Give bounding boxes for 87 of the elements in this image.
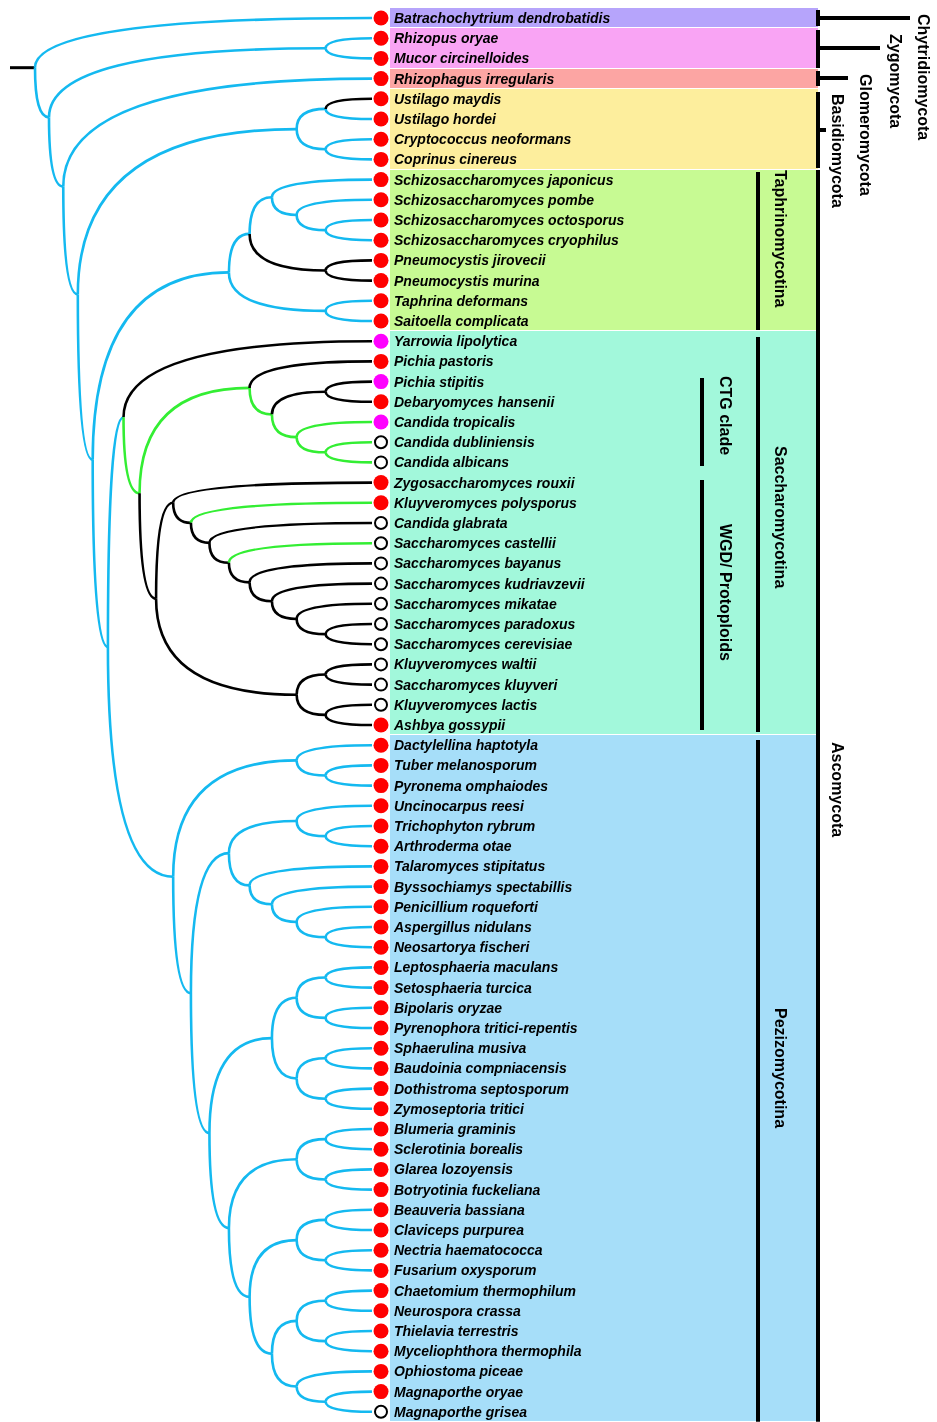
species-name: Talaromyces stipitatus	[394, 857, 546, 876]
species-name: Saccharomyces kluyveri	[394, 675, 558, 694]
species-name: Dothistroma septosporum	[394, 1079, 569, 1098]
species-name: Schizosaccharomyces cryophilus	[394, 231, 619, 250]
species-name: Schizosaccharomyces pombe	[394, 190, 594, 209]
clade-band	[390, 331, 818, 735]
clade-label: Chytridiomycota	[914, 14, 932, 141]
species-name: Ustilago hordei	[394, 110, 496, 128]
clade-label: Ascomycota	[828, 742, 846, 838]
species-name: Saccharomyces mikatae	[394, 594, 557, 613]
species-name: Sphaerulina musiva	[394, 1039, 527, 1058]
species-name: Byssochiamys spectabillis	[394, 877, 573, 896]
species-name: Saccharomyces bayanus	[394, 554, 562, 573]
species-name: Saccharomyces paradoxus	[394, 615, 576, 633]
species-name: Candida glabrata	[394, 514, 508, 532]
species-name: Thielavia terrestris	[394, 1322, 519, 1340]
species-name: Ustilago maydis	[394, 89, 502, 108]
species-name: Dactylellina haptotyla	[394, 736, 538, 755]
species-name: Neosartorya fischeri	[394, 938, 530, 957]
clade-label: Zygomycota	[886, 34, 904, 129]
species-name: Saccharomyces castellii	[394, 534, 556, 553]
species-name: Myceliophthora thermophila	[394, 1342, 582, 1361]
clade-label: Basidiomycota	[828, 94, 846, 208]
species-name: Zymoseptoria tritici	[394, 1099, 524, 1118]
species-name: Trichophyton rybrum	[394, 817, 536, 835]
clade-label: Taphrinomycotina	[771, 170, 789, 308]
species-name: Ashbya gossypii	[394, 716, 506, 734]
species-name: Botryotinia fuckeliana	[394, 1180, 541, 1199]
species-name: Uncinocarpus reesi	[394, 796, 524, 815]
species-name: Saccharomyces cerevisiae	[394, 635, 573, 654]
clade-band	[390, 8, 818, 28]
species-name: Debaryomyces hansenii	[394, 392, 555, 411]
clade-label: WGD/ Protoploids	[716, 524, 734, 661]
species-name: Pneumocystis jirovecii	[394, 251, 546, 270]
species-name: Pneumocystis murina	[394, 271, 540, 290]
species-name: Mucor circinelloides	[394, 49, 530, 68]
clade-label: Glomeromycota	[856, 74, 874, 196]
species-name: Leptosphaeria maculans	[394, 958, 559, 977]
clade-band	[390, 169, 818, 331]
clade-band	[390, 28, 818, 68]
species-name: Candida dubliniensis	[394, 433, 535, 452]
species-name: Neurospora crassa	[394, 1301, 521, 1320]
species-name: Magnaporthe grisea	[394, 1402, 528, 1421]
clade-band	[390, 88, 818, 169]
species-name: Pichia pastoris	[394, 352, 494, 371]
clade-label: Pezizomycotina	[771, 1008, 789, 1129]
species-name: Sclerotinia borealis	[394, 1140, 524, 1159]
species-name: Zygosaccharomyces rouxii	[394, 473, 575, 492]
species-name: Chaetomium thermophilum	[394, 1281, 576, 1300]
species-name: Kluyveromyces polysporus	[394, 493, 577, 512]
species-name: Fusarium oxysporum	[394, 1261, 537, 1280]
species-name: Blumeria graminis	[394, 1120, 517, 1138]
species-name: Bipolaris oryzae	[394, 998, 503, 1017]
species-name: Pichia stipitis	[394, 372, 485, 391]
species-name: Setosphaeria turcica	[394, 978, 532, 997]
species-name: Candida tropicalis	[394, 413, 516, 431]
species-name: Coprinus cinereus	[394, 150, 517, 169]
species-name: Baudoinia compniacensis	[394, 1059, 567, 1078]
clade-label: CTG clade	[716, 376, 734, 456]
species-name: Taphrina deformans	[394, 291, 529, 310]
species-name: Pyrenophora tritici-repentis	[394, 1019, 578, 1037]
clade-band	[390, 68, 818, 88]
species-name: Saitoella complicata	[394, 312, 529, 330]
species-name: Beauveria bassiana	[394, 1200, 525, 1219]
species-name: Cryptococcus neoformans	[394, 130, 572, 149]
species-name: Claviceps purpurea	[394, 1221, 524, 1239]
species-name: Rhizophagus irregularis	[394, 69, 555, 88]
species-name: Kluyveromyces waltii	[394, 655, 537, 674]
species-name: Kluyveromyces lactis	[394, 695, 538, 714]
species-name: Schizosaccharomyces japonicus	[394, 170, 614, 189]
species-name: Tuber melanosporum	[394, 756, 537, 775]
species-name: Magnaporthe oryae	[394, 1382, 524, 1401]
species-name: Schizosaccharomyces octosporus	[394, 211, 625, 229]
species-name: Glarea lozoyensis	[394, 1160, 514, 1179]
species-name: Batrachochytrium dendrobatidis	[394, 9, 611, 27]
species-name: Pyronema omphaiodes	[394, 776, 549, 795]
species-name: Rhizopus oryae	[394, 29, 499, 48]
species-name: Ophiostoma piceae	[394, 1362, 524, 1381]
clade-label: Saccharomycotina	[771, 446, 789, 589]
species-name: Candida albicans	[394, 453, 510, 472]
clade-band	[390, 735, 818, 1421]
species-name: Saccharomyces kudriavzevii	[394, 574, 585, 593]
species-name: Aspergillus nidulans	[394, 918, 532, 936]
species-name: Yarrowia lipolytica	[394, 332, 518, 351]
species-name: Arthroderma otae	[394, 837, 512, 856]
species-name: Nectria haematococca	[394, 1241, 543, 1260]
species-name: Penicillium roqueforti	[394, 897, 538, 916]
